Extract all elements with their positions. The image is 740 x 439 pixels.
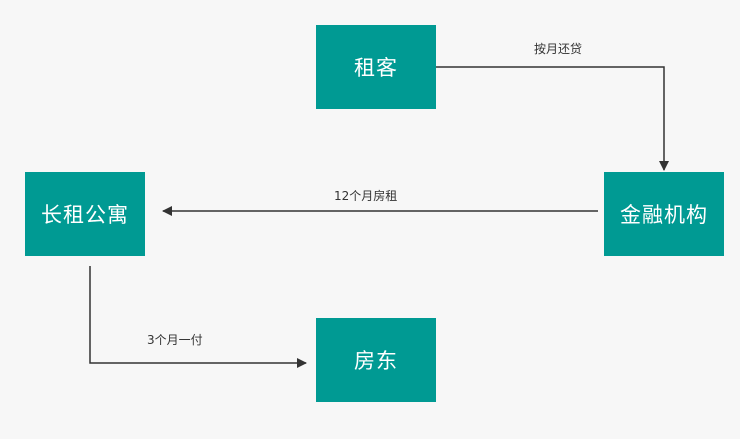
edge-tenant-to-finance (436, 66, 669, 171)
node-finance-institution: 金融机构 (604, 172, 724, 256)
edge-apartment-to-landlord (89, 266, 307, 368)
node-long-term-rental-apartment: 长租公寓 (25, 172, 145, 256)
node-tenant: 租客 (316, 25, 436, 109)
edge-label-12-months-rent: 12个月房租 (334, 189, 398, 203)
edge-label-monthly-repayment: 按月还贷 (534, 42, 583, 56)
edge-label-3-months-payment: 3个月一付 (147, 333, 203, 347)
node-landlord: 房东 (316, 318, 436, 402)
